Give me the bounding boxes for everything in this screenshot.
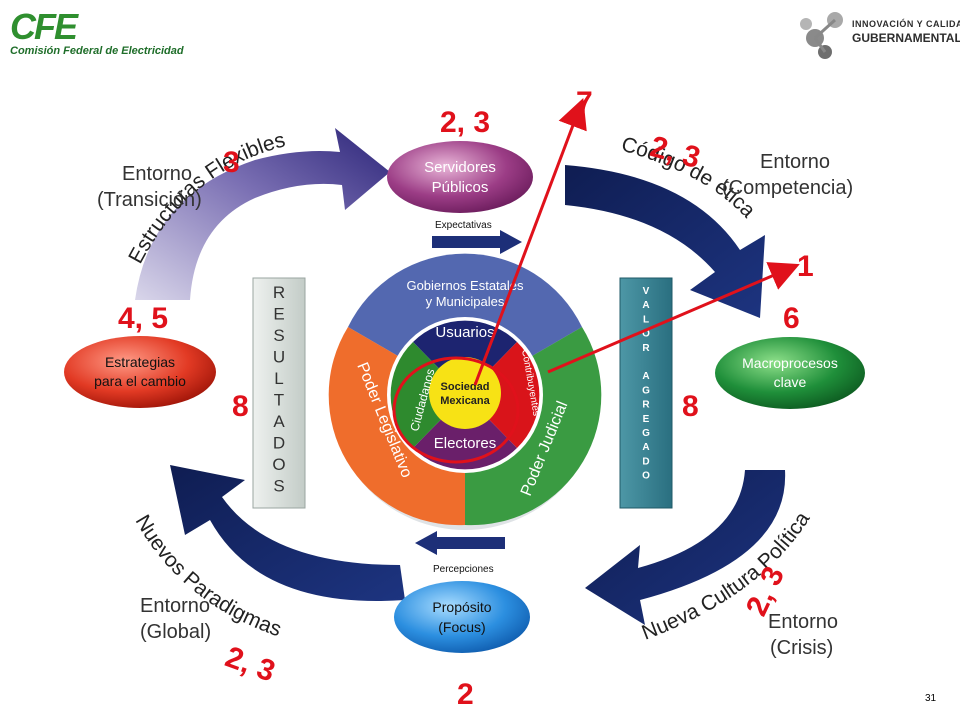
ic-logo-bottom: GUBERNAMENTAL xyxy=(852,31,960,45)
arrow-top-left xyxy=(135,128,390,300)
page-number: 31 xyxy=(925,693,937,704)
arrow-bottom-right xyxy=(585,470,786,625)
ic-logo-icon xyxy=(800,12,843,59)
cfe-logo: CFE xyxy=(10,6,78,47)
marker-1: 1 xyxy=(797,250,814,283)
arrow-bottom-left xyxy=(170,465,405,601)
valor-agregado-letter: R xyxy=(642,400,650,411)
center-line1: Sociedad xyxy=(441,381,490,393)
entorno-transicion-sub: (Transición) xyxy=(97,189,202,211)
node-macroprocesos-line1: Macroprocesos xyxy=(742,355,838,371)
marker-2: 2 xyxy=(457,678,474,711)
resultados-letter: O xyxy=(272,455,285,474)
node-estrategias-line2: para el cambio xyxy=(94,373,186,389)
resultados-letter: U xyxy=(273,348,285,367)
node-servidores-line2: Públicos xyxy=(432,179,489,196)
node-servidores: Servidores Públicos xyxy=(387,141,533,213)
usuarios-label: Usuarios xyxy=(435,324,494,341)
valor-agregado-letter: D xyxy=(642,456,649,467)
node-macroprocesos: Macroprocesos clave xyxy=(715,337,865,409)
flow-expectativas: Expectativas xyxy=(432,220,522,254)
node-servidores-line1: Servidores xyxy=(424,159,496,176)
marker-8-left: 8 xyxy=(232,390,249,423)
marker-3: 3 xyxy=(223,146,240,179)
sector-ciudadanos xyxy=(390,342,465,448)
valor-agregado-letter: A xyxy=(642,442,649,453)
node-proposito-line2: (Focus) xyxy=(438,619,485,635)
red-arrow-to-1 xyxy=(547,262,800,374)
entorno-global-title: Entorno xyxy=(140,595,210,617)
marker-8-right: 8 xyxy=(682,390,699,423)
center-line2: Mexicana xyxy=(440,395,490,407)
valor-agregado-letter: O xyxy=(642,329,650,340)
node-estrategias: Estrategias para el cambio xyxy=(64,336,216,408)
resultados-letter: R xyxy=(273,283,285,302)
entorno-crisis-title: Entorno xyxy=(768,611,838,633)
sector-electores xyxy=(413,395,517,470)
highlight-ellipse xyxy=(392,356,520,464)
resultados-letter: S xyxy=(273,477,284,496)
ic-logo-top: INNOVACIÓN Y CALIDAD xyxy=(852,19,960,29)
marker-2-3-top: 2, 3 xyxy=(440,106,491,139)
valor-agregado-letter: G xyxy=(642,428,650,439)
resultados-letter: E xyxy=(273,305,284,324)
valor-agregado-letter: V xyxy=(643,286,650,297)
gobiernos-line1: Gobiernos Estatales xyxy=(406,278,524,293)
entorno-competencia-title: Entorno xyxy=(760,151,830,173)
node-proposito-line1: Propósito xyxy=(432,599,491,615)
node-estrategias-line1: Estrategias xyxy=(105,354,175,370)
valor-agregado-letter: R xyxy=(642,343,650,354)
flow-percepciones-label: Percepciones xyxy=(433,564,494,575)
cfe-subtitle: Comisión Federal de Electricidad xyxy=(10,45,184,57)
electores-label: Electores xyxy=(434,435,497,452)
resultados-letter: T xyxy=(274,391,284,410)
flow-expectativas-label: Expectativas xyxy=(435,220,492,231)
resultados-letter: A xyxy=(273,412,285,431)
entorno-crisis-sub: (Crisis) xyxy=(770,637,833,659)
flow-percepciones: Percepciones xyxy=(415,531,505,575)
marker-7: 7 xyxy=(576,86,593,119)
entorno-transicion-title: Entorno xyxy=(122,163,192,185)
red-arrow-to-7 xyxy=(473,97,587,386)
valor-agregado-letter: A xyxy=(642,371,649,382)
resultados-letter: D xyxy=(273,434,285,453)
valor-agregado-letter: O xyxy=(642,471,650,482)
marker-6: 6 xyxy=(783,302,800,335)
central-circle: Gobiernos Estatales y Municipales Usuari… xyxy=(328,253,602,530)
valor-agregado-letter: L xyxy=(643,314,649,325)
node-macroprocesos-line2: clave xyxy=(774,374,807,390)
entorno-global-sub: (Global) xyxy=(140,621,211,643)
entorno-competencia-sub: (Competencia) xyxy=(722,177,853,199)
resultados-letter: S xyxy=(273,326,284,345)
valor-agregado-letter: E xyxy=(643,414,650,425)
valor-agregado-letter: A xyxy=(642,300,649,311)
arrow-top-right xyxy=(565,165,765,318)
gobiernos-line2: y Municipales xyxy=(426,294,505,309)
valor-agregado-letter: G xyxy=(642,385,650,396)
marker-4-5: 4, 5 xyxy=(118,302,169,335)
sector-contribuyentes xyxy=(465,342,540,448)
node-proposito: Propósito (Focus) xyxy=(394,581,530,653)
resultados-letter: L xyxy=(274,369,283,388)
